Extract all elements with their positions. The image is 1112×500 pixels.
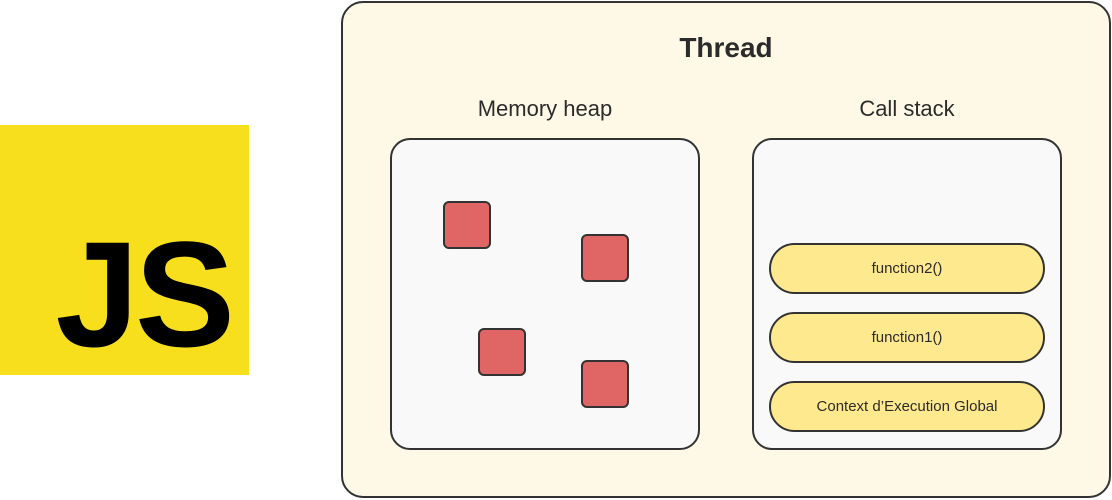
logo-text: JS [55,210,235,378]
javascript-logo: JS [0,125,249,375]
memory-heap-panel [390,138,700,450]
thread-title: Thread [679,32,773,63]
heap-object [443,201,491,249]
heap-object [581,234,629,282]
stack-frame-global-context: Context d’Execution Global [769,381,1045,432]
stack-frame-function1: function1() [769,312,1045,363]
heap-object [581,360,629,408]
stack-frame-function2: function2() [769,243,1045,294]
heap-object [478,328,526,376]
memory-heap-label: Memory heap [477,96,613,121]
call-stack-label: Call stack [859,96,955,121]
